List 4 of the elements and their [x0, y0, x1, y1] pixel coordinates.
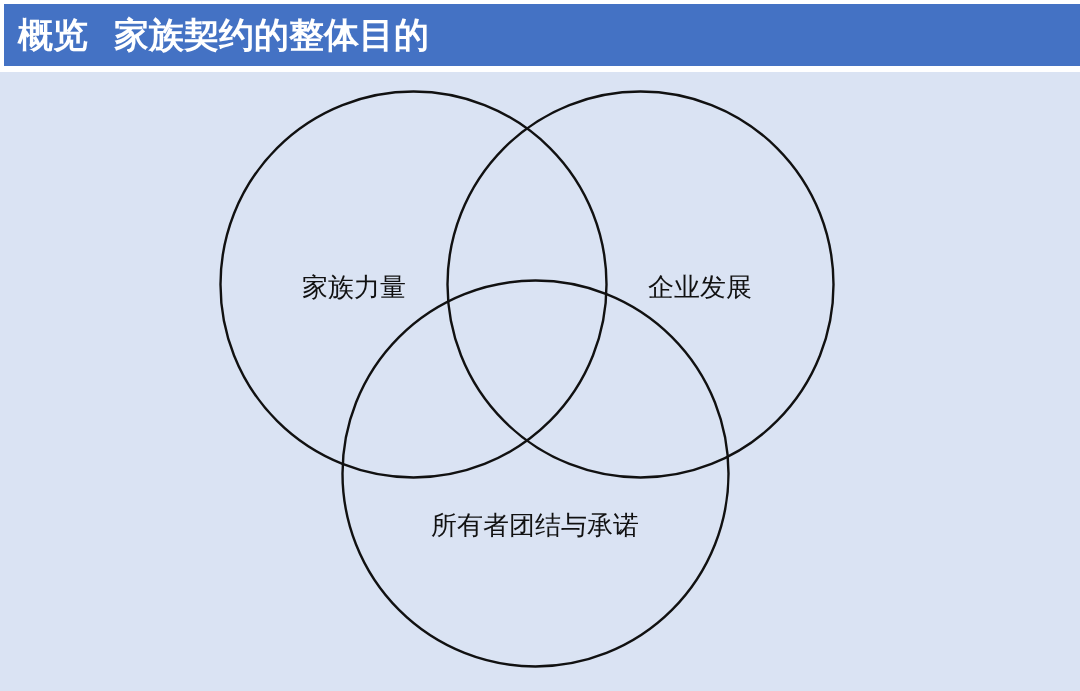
circle-label: 所有者团结与承诺: [431, 509, 639, 541]
circle-label: 企业发展: [648, 271, 752, 303]
title-text: 概览 家族契约的整体目的: [18, 14, 430, 57]
circle-label: 家族力量: [302, 271, 406, 303]
